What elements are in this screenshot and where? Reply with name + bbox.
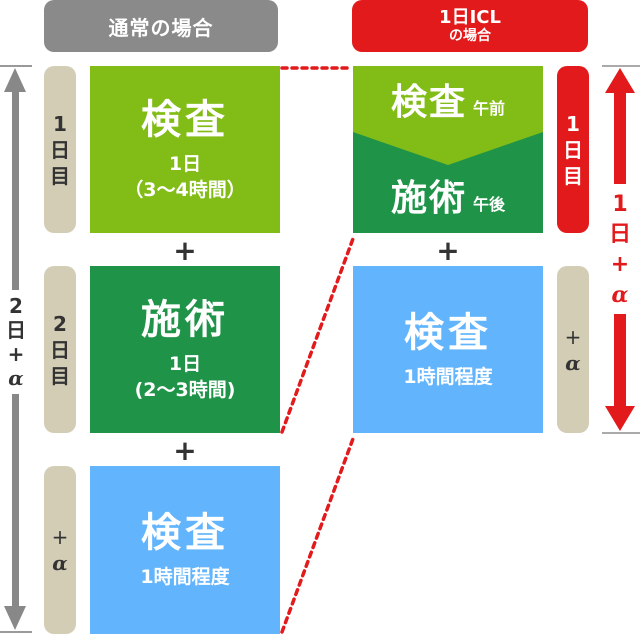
icl-header-line2: の場合 <box>449 28 491 44</box>
day-label-char: 日 <box>50 137 70 162</box>
icl-day-label-extra: + α <box>557 266 589 433</box>
icl-total-char: + <box>610 252 630 277</box>
day-label-char: 1 <box>566 111 580 136</box>
step-title: 検査 <box>404 309 492 356</box>
day-label-char: 日 <box>563 137 583 162</box>
icl-header-line1: 1日ICL <box>439 7 501 28</box>
connector-mid <box>280 234 356 434</box>
plus-sign: + <box>436 234 460 267</box>
day-label-char: 2 <box>53 311 67 336</box>
chevron-divider <box>353 66 543 165</box>
normal-step-surgery: 施術 1日 (2〜3時間) <box>90 266 280 433</box>
icl-total-label: 1 日 + α <box>606 186 634 314</box>
normal-step-exam: 検査 1日 （3〜4時間） <box>90 66 280 233</box>
step-time-note: 午前 <box>473 99 506 118</box>
icl-afternoon-surgery: 施術 午後 <box>353 176 543 222</box>
normal-duration-arrow <box>0 65 32 633</box>
icl-day-label-1: 1 日 目 <box>557 66 589 233</box>
day-label-char: 目 <box>50 163 70 188</box>
step-detail: （3〜4時間） <box>124 178 246 201</box>
day-label-char: 目 <box>563 163 583 188</box>
normal-case-header-text: 通常の場合 <box>108 15 214 40</box>
icl-step-combined: 検査 午前 施術 午後 <box>353 66 543 233</box>
day-label-char: 日 <box>50 337 70 362</box>
day-label-1: 1 日 目 <box>44 66 76 233</box>
step-time-note: 午後 <box>473 195 506 214</box>
icl-duration-arrow <box>602 65 640 434</box>
step-detail: 1時間程度 <box>403 365 493 388</box>
step-title: 施術 <box>141 296 229 343</box>
normal-step-followup-exam: 検査 1時間程度 <box>90 466 280 634</box>
icl-step-followup-exam: 検査 1時間程度 <box>353 266 543 433</box>
day-label-char: α <box>52 551 68 575</box>
step-title: 検査 <box>141 96 229 143</box>
normal-total-char: + <box>7 342 25 366</box>
day-label-2: 2 日 目 <box>44 266 76 433</box>
icl-total-char: 日 <box>608 222 631 247</box>
connector-bottom <box>280 434 356 634</box>
step-detail: 1日 <box>168 152 202 175</box>
step-detail: 1時間程度 <box>140 566 230 588</box>
icl-case-header: 1日ICL の場合 <box>352 0 588 52</box>
step-title: 検査 <box>141 510 229 556</box>
day-label-char: 目 <box>50 363 70 388</box>
day-label-char: + <box>51 525 69 549</box>
icl-total-char: α <box>611 282 629 308</box>
normal-total-char: 2 <box>9 294 23 318</box>
plus-sign: + <box>173 434 197 467</box>
normal-total-label: 2 日 + α <box>4 290 28 394</box>
day-label-char: 1 <box>53 111 67 136</box>
day-label-extra: + α <box>44 466 76 634</box>
step-title: 施術 <box>390 178 467 219</box>
day-label-char: + <box>564 324 582 349</box>
normal-total-char: α <box>8 366 24 390</box>
step-detail: (2〜3時間) <box>134 378 236 401</box>
normal-total-char: 日 <box>6 318 26 342</box>
step-title: 検査 <box>390 82 467 123</box>
day-label-char: α <box>565 350 581 375</box>
plus-sign: + <box>173 234 197 267</box>
icl-total-char: 1 <box>612 192 628 217</box>
icl-morning-exam: 検査 午前 <box>353 80 543 126</box>
normal-case-header: 通常の場合 <box>44 0 278 52</box>
step-detail: 1日 <box>168 352 202 375</box>
